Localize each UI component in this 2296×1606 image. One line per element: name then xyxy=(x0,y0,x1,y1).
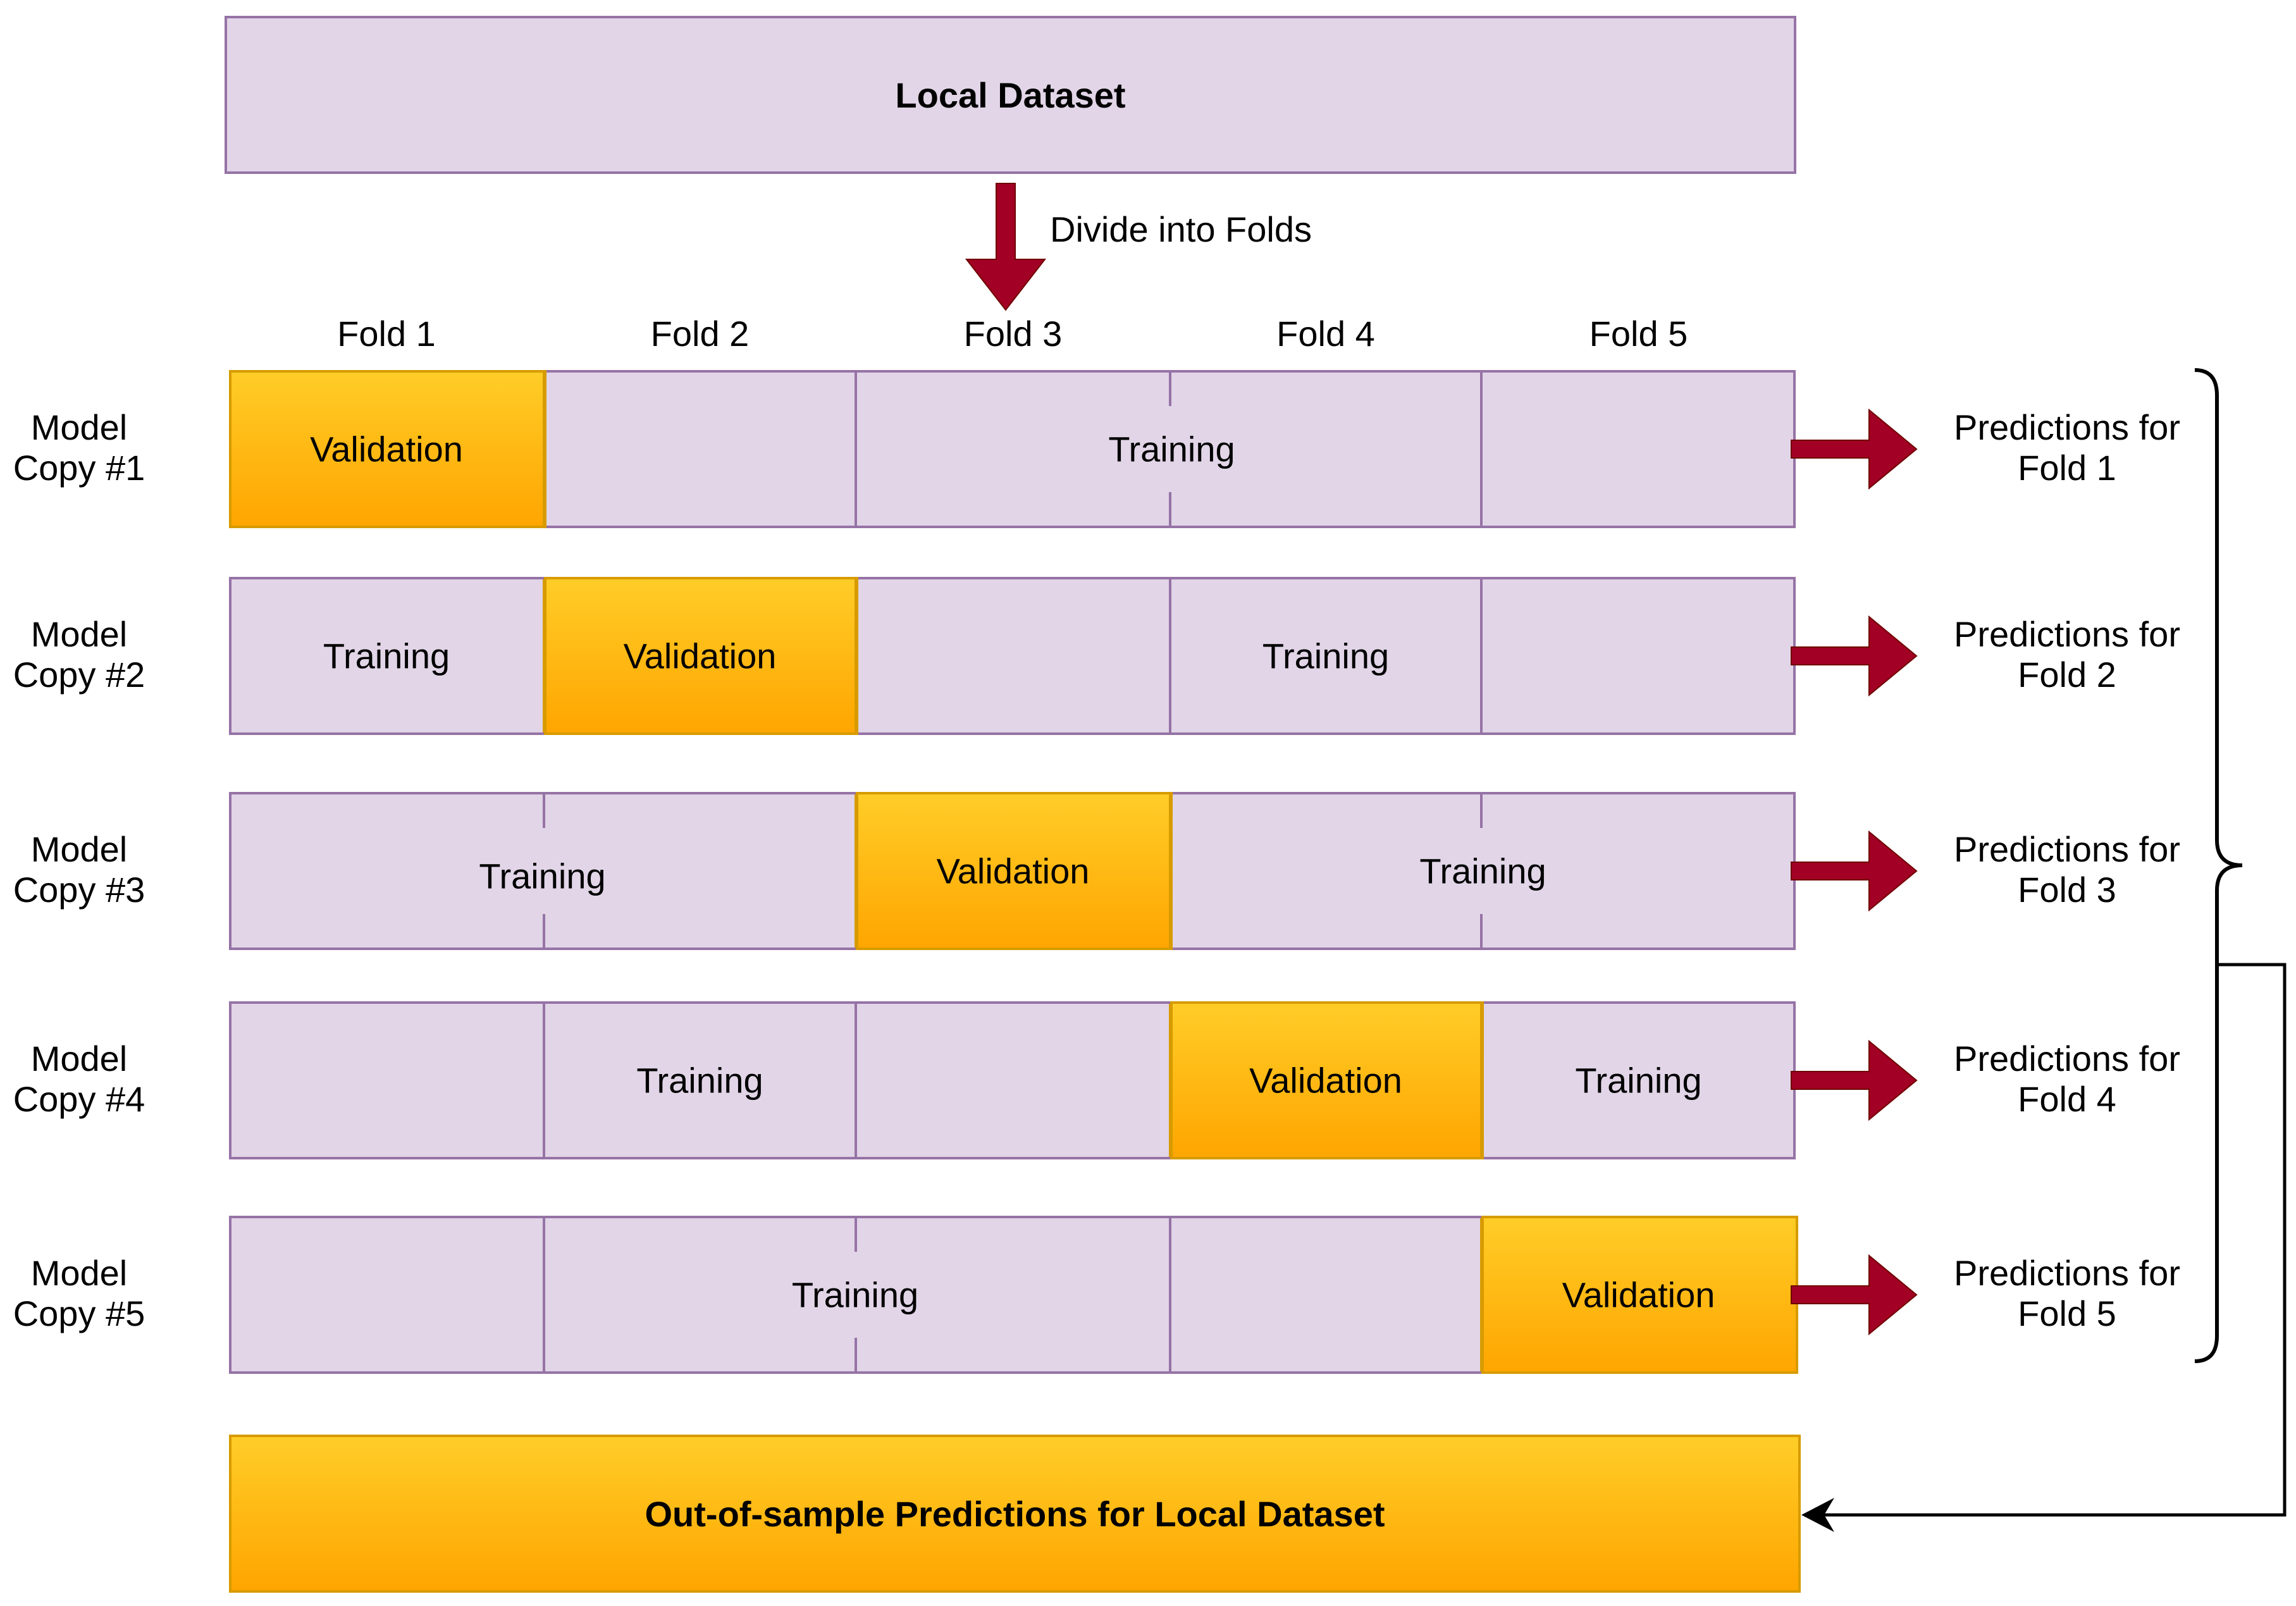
predictions-label-3-line1: Predictions for xyxy=(1954,829,2180,869)
fold-divider xyxy=(855,794,857,948)
model-label-3: Model Copy #3 xyxy=(13,829,145,910)
validation-label-4: Validation xyxy=(1249,1060,1402,1101)
model-label-1-line1: Model xyxy=(30,407,128,447)
training-label-2b: Training xyxy=(1262,636,1390,676)
right-arrow-icon xyxy=(1791,1039,1918,1121)
training-label-1a: Training xyxy=(1108,429,1235,469)
validation-segment-5 xyxy=(1481,1216,1798,1374)
training-label-2a: Training xyxy=(323,636,450,676)
model-label-1-line2: Copy #1 xyxy=(13,448,145,488)
fold-divider xyxy=(543,373,545,526)
fold-divider xyxy=(543,1004,545,1157)
predictions-label-1: Predictions for Fold 1 xyxy=(1954,407,2180,488)
fold-divider xyxy=(1169,373,1171,526)
fold-divider xyxy=(543,579,545,732)
predictions-label-3-line2: Fold 3 xyxy=(2018,870,2116,910)
fold-divider xyxy=(1480,1004,1483,1157)
fold-bar-3 xyxy=(229,792,1796,950)
predictions-label-4: Predictions for Fold 4 xyxy=(1954,1039,2180,1120)
validation-segment-4 xyxy=(1170,1001,1484,1159)
validation-segment-1 xyxy=(229,370,546,528)
right-arrow-icon xyxy=(1791,830,1918,912)
fold-divider xyxy=(855,579,857,732)
out-of-sample-box: Out-of-sample Predictions for Local Data… xyxy=(229,1435,1801,1593)
local-dataset-box: Local Dataset xyxy=(225,16,1796,174)
predictions-label-2-line2: Fold 2 xyxy=(2018,655,2116,695)
fold-header-2: Fold 2 xyxy=(650,314,750,354)
fold-divider xyxy=(1169,1004,1171,1157)
return-connector-line xyxy=(1822,963,2287,1517)
validation-label-5: Validation xyxy=(1562,1275,1715,1315)
fold-bar-5 xyxy=(229,1216,1798,1374)
fold-bar-2 xyxy=(229,577,1796,735)
fold-divider xyxy=(1480,794,1483,948)
fold-divider xyxy=(543,794,545,948)
model-label-4-line2: Copy #4 xyxy=(13,1079,145,1119)
fold-divider xyxy=(543,1218,545,1371)
model-label-3-line2: Copy #3 xyxy=(13,870,145,910)
model-label-2-line1: Model xyxy=(30,614,128,654)
predictions-label-4-line2: Fold 4 xyxy=(2018,1079,2116,1119)
predictions-label-4-line1: Predictions for xyxy=(1954,1039,2180,1078)
fold-header-4: Fold 4 xyxy=(1276,314,1375,354)
model-label-4-line1: Model xyxy=(30,1039,128,1078)
training-label-4a: Training xyxy=(636,1060,763,1101)
predictions-label-5-line1: Predictions for xyxy=(1954,1253,2180,1293)
predictions-label-5: Predictions for Fold 5 xyxy=(1954,1253,2180,1334)
model-label-5: Model Copy #5 xyxy=(13,1253,145,1334)
validation-label-3: Validation xyxy=(936,851,1090,891)
model-label-1: Model Copy #1 xyxy=(13,407,145,488)
fold-divider xyxy=(1169,794,1171,948)
training-label-5a: Training xyxy=(791,1275,919,1315)
predictions-label-1-line1: Predictions for xyxy=(1954,407,2180,447)
training-label-3a: Training xyxy=(479,856,606,896)
model-label-2: Model Copy #2 xyxy=(13,614,145,695)
model-label-5-line1: Model xyxy=(30,1253,128,1293)
fold-divider xyxy=(855,373,857,526)
model-label-4: Model Copy #4 xyxy=(13,1039,145,1120)
out-of-sample-label: Out-of-sample Predictions for Local Data… xyxy=(645,1493,1385,1534)
model-label-3-line1: Model xyxy=(30,829,128,869)
validation-label-2: Validation xyxy=(623,636,777,676)
fold-divider xyxy=(1480,579,1483,732)
validation-segment-3 xyxy=(856,792,1173,950)
fold-divider xyxy=(855,1004,857,1157)
fold-header-1: Fold 1 xyxy=(337,314,436,354)
right-arrow-icon xyxy=(1791,1254,1918,1336)
fold-header-5: Fold 5 xyxy=(1589,314,1688,354)
validation-segment-2 xyxy=(544,577,858,735)
model-label-5-line2: Copy #5 xyxy=(13,1294,145,1333)
validation-label-1: Validation xyxy=(310,429,463,469)
local-dataset-label: Local Dataset xyxy=(895,75,1126,115)
divide-into-folds-label: Divide into Folds xyxy=(1050,209,1312,249)
fold-divider xyxy=(1480,1218,1483,1371)
predictions-label-1-line2: Fold 1 xyxy=(2018,448,2116,488)
predictions-label-5-line2: Fold 5 xyxy=(2018,1294,2116,1333)
fold-divider xyxy=(1169,579,1171,732)
model-label-2-line2: Copy #2 xyxy=(13,655,145,695)
fold-divider xyxy=(1169,1218,1171,1371)
fold-header-3: Fold 3 xyxy=(963,314,1063,354)
fold-bar-1 xyxy=(229,370,1796,528)
right-arrow-icon xyxy=(1791,408,1918,490)
predictions-label-3: Predictions for Fold 3 xyxy=(1954,829,2180,910)
fold-divider xyxy=(1480,373,1483,526)
fold-divider xyxy=(855,1218,857,1371)
right-arrow-icon xyxy=(1791,615,1918,697)
training-label-4b: Training xyxy=(1575,1060,1702,1101)
return-arrowhead-icon xyxy=(1801,1498,1834,1532)
curly-brace-icon xyxy=(2194,368,2243,1363)
fold-bar-4 xyxy=(229,1001,1796,1159)
predictions-label-2: Predictions for Fold 2 xyxy=(1954,614,2180,695)
divide-arrow-icon xyxy=(965,183,1047,311)
predictions-label-2-line1: Predictions for xyxy=(1954,614,2180,654)
training-label-3b: Training xyxy=(1419,851,1546,891)
